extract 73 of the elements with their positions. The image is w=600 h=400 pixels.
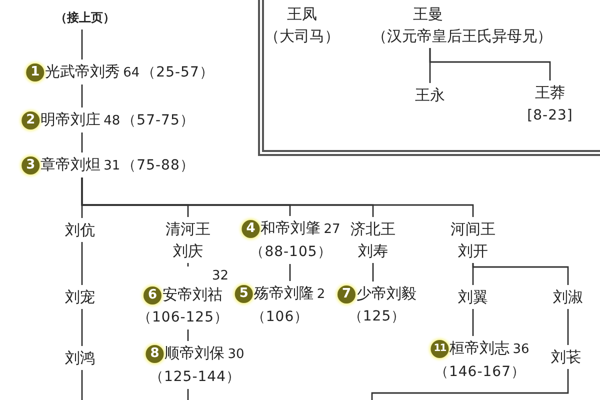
connector-line: [289, 264, 291, 281]
connector-line: [81, 132, 83, 152]
name-label: （大司马）: [264, 27, 340, 45]
name-label: 刘寿: [358, 242, 388, 260]
name-label: 刘翼: [458, 288, 488, 306]
connector-line: [81, 309, 83, 346]
name-label: 刘宠: [65, 288, 95, 306]
year-label: （125）: [348, 308, 406, 324]
connector-line: [472, 309, 474, 336]
connector-line: [81, 242, 83, 285]
year-label: （25-57）: [142, 64, 214, 80]
connector-line: [429, 48, 551, 80]
frame-border: [258, 0, 600, 156]
name-label: 王凤: [287, 5, 317, 23]
number-label: 30: [228, 347, 244, 362]
name-label: 济北王: [350, 220, 396, 238]
connector-line: [187, 263, 189, 266]
name-label: 桓帝刘志: [450, 339, 510, 357]
connector-line: [567, 309, 569, 345]
name-label: 刘伉: [65, 221, 95, 239]
connector-line: [187, 330, 189, 341]
name-label: 王莽: [535, 84, 565, 102]
name-label: 殇帝刘隆: [254, 284, 314, 302]
name-label: 顺帝刘保: [164, 344, 225, 362]
name-label: 清河王: [166, 220, 210, 238]
number-label: 32: [212, 268, 228, 284]
number-badge: 8: [146, 344, 164, 363]
name-label: 光武帝刘秀: [45, 62, 120, 80]
number-label: 27: [324, 222, 340, 237]
number-badge: 11: [430, 340, 449, 358]
year-label: （88-105）: [250, 244, 332, 260]
number-label: 36: [512, 342, 530, 357]
year-label: （106-125）: [138, 310, 228, 326]
name-label: 刘鸿: [65, 349, 95, 367]
number-badge: 5: [234, 284, 253, 303]
connector-line: [81, 30, 83, 60]
year-label: （125-144）: [150, 369, 240, 385]
year-label: （146-167）: [434, 364, 526, 380]
connector-line: [81, 84, 83, 108]
name-label: 刘开: [458, 242, 488, 260]
number-badge: 3: [22, 156, 40, 174]
name-label: 河间王: [450, 220, 496, 238]
number-badge: 2: [22, 111, 40, 130]
connector-line: [371, 369, 569, 400]
connector-line: [81, 178, 474, 217]
note-label: （接上页）: [55, 10, 115, 24]
year-label: （57-75）: [122, 112, 194, 128]
year-label: （106）: [251, 309, 309, 325]
name-label: 王曼: [413, 5, 443, 23]
number-badge: 4: [242, 220, 260, 238]
name-label: 刘淑: [553, 288, 583, 306]
number-label: 2: [316, 287, 326, 302]
name-label: 王永: [415, 86, 445, 104]
name-label: 刘苌: [551, 348, 581, 366]
name-label: 少帝刘毅: [356, 284, 416, 302]
name-label: 和帝刘肇: [260, 219, 321, 237]
connector-line: [472, 263, 569, 285]
connector-line: [372, 263, 374, 282]
number-badge: 7: [338, 285, 356, 304]
name-label: 安帝刘祜: [162, 286, 222, 304]
name-label: 明帝刘庄: [40, 110, 101, 128]
year-label: [8-23]: [527, 108, 573, 124]
connector-line: [187, 389, 189, 400]
name-label: （汉元帝皇后王氏异母兄）: [372, 27, 552, 45]
name-label: 刘庆: [173, 242, 203, 260]
name-label: 章帝刘炟: [40, 156, 101, 174]
number-label: 48: [104, 114, 120, 128]
number-badge: 1: [26, 63, 44, 82]
number-label: 31: [104, 158, 120, 174]
year-label: （75-88）: [122, 158, 194, 174]
connector-line: [81, 370, 83, 400]
number-label: 64: [123, 66, 140, 80]
number-badge: 6: [144, 286, 162, 304]
